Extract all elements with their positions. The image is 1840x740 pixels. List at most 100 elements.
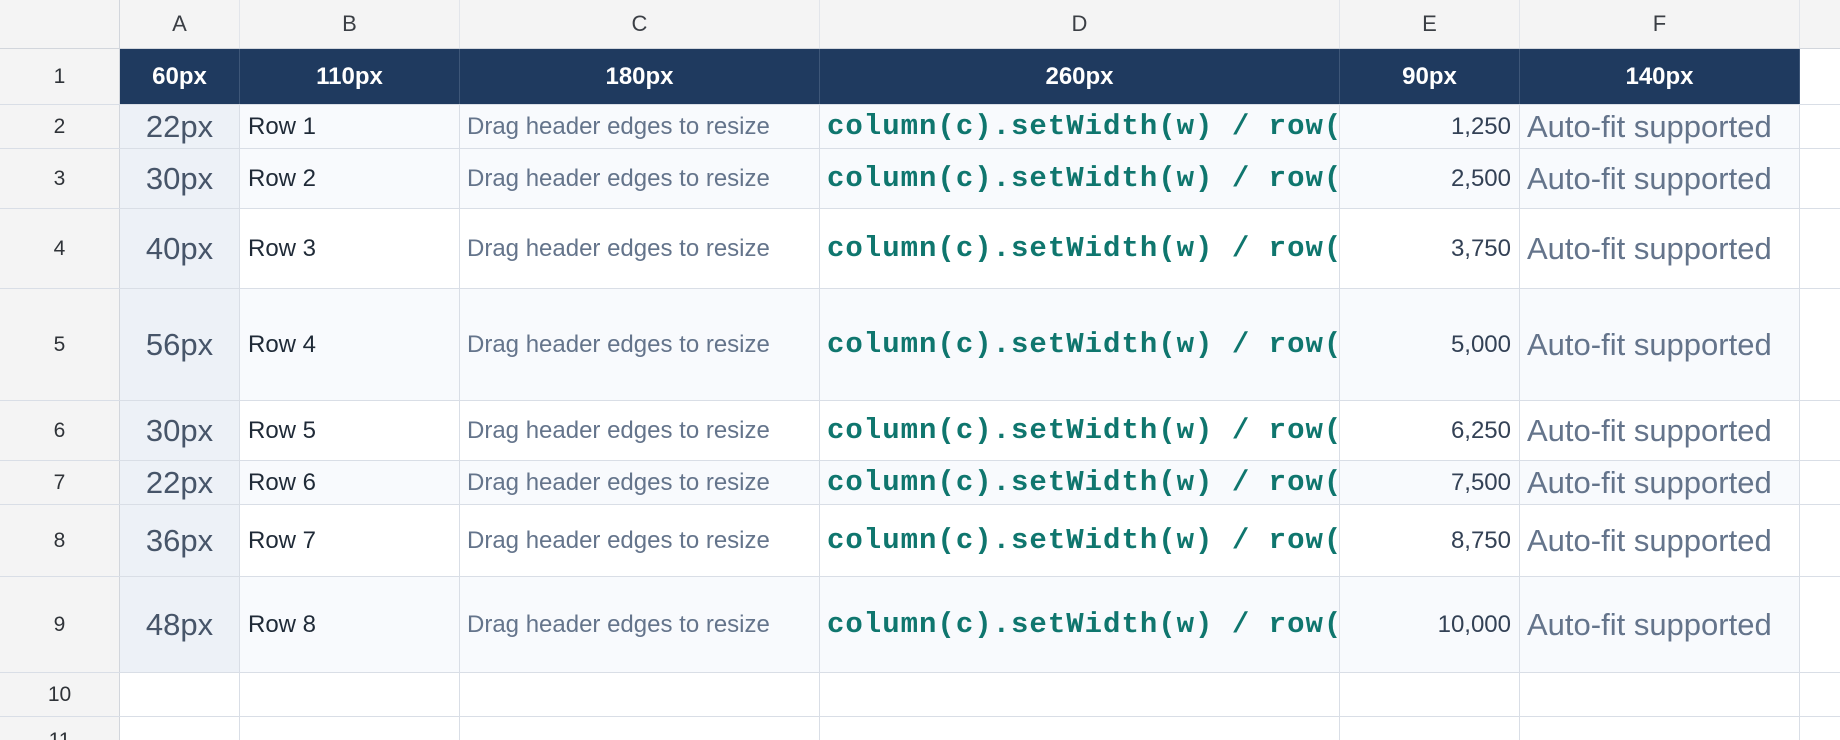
header-cell-a[interactable]: 60px [120,49,240,104]
header-cell-c[interactable]: 180px [460,49,820,104]
cell-a[interactable]: 48px [120,577,240,672]
empty-cell[interactable] [1520,717,1800,740]
cell-c[interactable]: Drag header edges to resize [460,105,820,148]
empty-cell[interactable] [1800,105,1840,148]
cell-c[interactable]: Drag header edges to resize [460,461,820,504]
empty-cell[interactable] [240,717,460,740]
empty-cell[interactable] [1800,673,1840,716]
empty-cell[interactable] [1520,673,1800,716]
row-header-1[interactable]: 1 [0,49,120,104]
cell-c[interactable]: Drag header edges to resize [460,505,820,576]
empty-cell[interactable] [1800,577,1840,672]
select-all-corner[interactable] [0,0,120,48]
row-header-6[interactable]: 6 [0,401,120,460]
cell-f[interactable]: Auto-fit supported [1520,401,1800,460]
cell-e[interactable]: 1,250 [1340,105,1520,148]
cell-b[interactable]: Row 6 [240,461,460,504]
column-header-e[interactable]: E [1340,0,1520,48]
cell-a[interactable]: 22px [120,461,240,504]
header-cell-b[interactable]: 110px [240,49,460,104]
column-header-a[interactable]: A [120,0,240,48]
empty-cell[interactable] [1340,673,1520,716]
cell-b[interactable]: Row 7 [240,505,460,576]
cell-d[interactable]: column(c).setWidth(w) / row(r).setHeight… [820,149,1340,208]
row-header-11[interactable]: 11 [0,717,120,740]
empty-cell[interactable] [1800,289,1840,400]
empty-cell[interactable] [120,717,240,740]
column-header-b[interactable]: B [240,0,460,48]
empty-cell[interactable] [120,673,240,716]
empty-cell[interactable] [1800,461,1840,504]
column-header-g[interactable] [1800,0,1840,48]
cell-e[interactable]: 10,000 [1340,577,1520,672]
cell-e[interactable]: 5,000 [1340,289,1520,400]
row-header-3[interactable]: 3 [0,149,120,208]
cell-a[interactable]: 30px [120,149,240,208]
cell-b[interactable]: Row 1 [240,105,460,148]
row-header-5[interactable]: 5 [0,289,120,400]
cell-b[interactable]: Row 3 [240,209,460,288]
cell-a[interactable]: 56px [120,289,240,400]
cell-e[interactable]: 6,250 [1340,401,1520,460]
column-header-c[interactable]: C [460,0,820,48]
empty-cell[interactable] [1800,401,1840,460]
cell-f[interactable]: Auto-fit supported [1520,289,1800,400]
empty-cell[interactable] [460,717,820,740]
cell-d[interactable]: column(c).setWidth(w) / row(r).setHeight… [820,289,1340,400]
cell-b[interactable]: Row 4 [240,289,460,400]
grid-row-1: 1 60px 110px 180px 260px 90px 140px [0,49,1840,105]
header-cell-e[interactable]: 90px [1340,49,1520,104]
cell-d[interactable]: column(c).setWidth(w) / row(r).setHeight… [820,209,1340,288]
empty-cell[interactable] [820,717,1340,740]
cell-e[interactable]: 2,500 [1340,149,1520,208]
row-header-9[interactable]: 9 [0,577,120,672]
empty-cell[interactable] [1800,49,1840,104]
column-header-d[interactable]: D [820,0,1340,48]
cell-c[interactable]: Drag header edges to resize [460,149,820,208]
cell-f[interactable]: Auto-fit supported [1520,149,1800,208]
cell-a[interactable]: 36px [120,505,240,576]
empty-cell[interactable] [240,673,460,716]
row-header-4[interactable]: 4 [0,209,120,288]
column-header-bar: A B C D E F [0,0,1840,49]
row-header-10[interactable]: 10 [0,673,120,716]
row-header-7[interactable]: 7 [0,461,120,504]
empty-cell[interactable] [460,673,820,716]
cell-a[interactable]: 30px [120,401,240,460]
row-header-8[interactable]: 8 [0,505,120,576]
cell-e[interactable]: 8,750 [1340,505,1520,576]
cell-d[interactable]: column(c).setWidth(w) / row(r).setHeight… [820,401,1340,460]
header-cell-f[interactable]: 140px [1520,49,1800,104]
cell-d[interactable]: column(c).setWidth(w) / row(r).setHeight… [820,461,1340,504]
cell-a[interactable]: 22px [120,105,240,148]
cell-d[interactable]: column(c).setWidth(w) / row(r).setHeight… [820,505,1340,576]
cell-c[interactable]: Drag header edges to resize [460,577,820,672]
cell-c[interactable]: Drag header edges to resize [460,209,820,288]
cell-b[interactable]: Row 2 [240,149,460,208]
cell-f[interactable]: Auto-fit supported [1520,461,1800,504]
empty-cell[interactable] [1800,209,1840,288]
cell-c[interactable]: Drag header edges to resize [460,401,820,460]
column-header-f[interactable]: F [1520,0,1800,48]
header-cell-d[interactable]: 260px [820,49,1340,104]
empty-cell[interactable] [820,673,1340,716]
empty-cell[interactable] [1800,149,1840,208]
cell-f[interactable]: Auto-fit supported [1520,505,1800,576]
table-row: 4 40px Row 3 Drag header edges to resize… [0,209,1840,289]
cell-f[interactable]: Auto-fit supported [1520,105,1800,148]
table-row: 9 48px Row 8 Drag header edges to resize… [0,577,1840,673]
empty-cell[interactable] [1800,505,1840,576]
empty-cell[interactable] [1340,717,1520,740]
cell-c[interactable]: Drag header edges to resize [460,289,820,400]
empty-cell[interactable] [1800,717,1840,740]
cell-b[interactable]: Row 5 [240,401,460,460]
row-header-2[interactable]: 2 [0,105,120,148]
cell-a[interactable]: 40px [120,209,240,288]
cell-d[interactable]: column(c).setWidth(w) / row(r).setHeight… [820,577,1340,672]
cell-f[interactable]: Auto-fit supported [1520,209,1800,288]
cell-f[interactable]: Auto-fit supported [1520,577,1800,672]
cell-e[interactable]: 3,750 [1340,209,1520,288]
cell-d[interactable]: column(c).setWidth(w) / row(r).setHeight… [820,105,1340,148]
cell-b[interactable]: Row 8 [240,577,460,672]
cell-e[interactable]: 7,500 [1340,461,1520,504]
